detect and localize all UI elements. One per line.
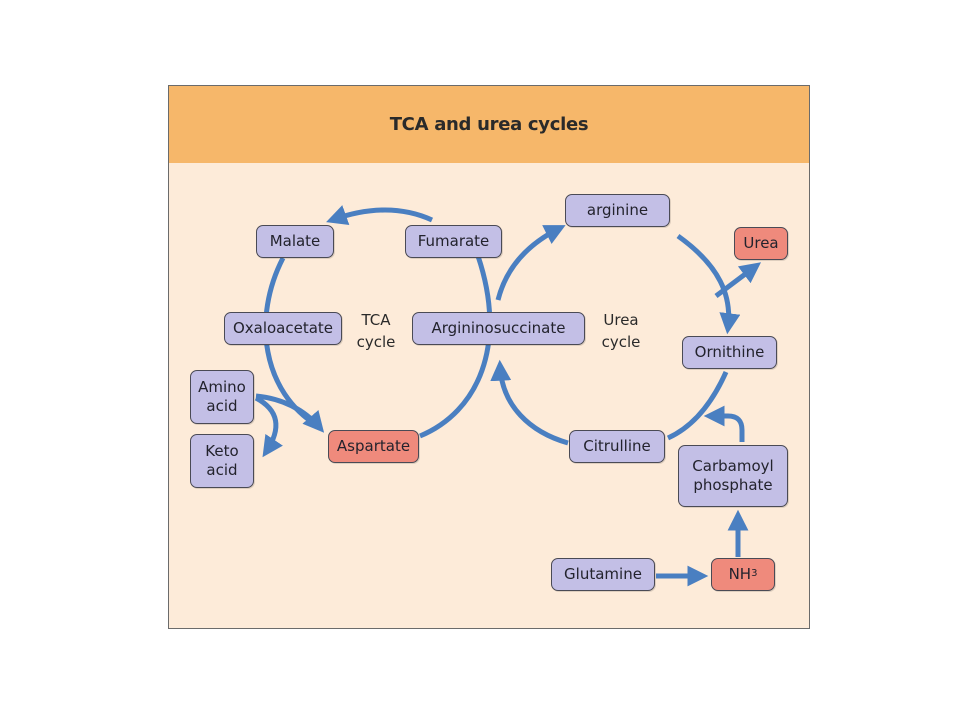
node-citrulline: Citrulline bbox=[569, 430, 665, 463]
node-glutamine: Glutamine bbox=[551, 558, 655, 591]
tca-right-arc bbox=[419, 255, 493, 439]
arrow-argininosuccinate-to-arginine bbox=[495, 225, 566, 301]
urea-cycle-label: Urea cycle bbox=[601, 311, 641, 351]
node-oxaloacetate: Oxaloacetate bbox=[224, 312, 342, 345]
arrow-arginine-to-ornithine bbox=[676, 233, 741, 335]
nh3-subscript: 3 bbox=[751, 568, 758, 580]
arrow-citrulline-to-argininosuccinate bbox=[490, 359, 569, 446]
arrow-amino-to-aspartate bbox=[255, 393, 325, 433]
node-malate: Malate bbox=[256, 225, 334, 258]
urea-right-lower-arc bbox=[666, 370, 729, 441]
node-aspartate: Aspartate bbox=[328, 430, 419, 463]
node-argininosuccinate: Argininosuccinate bbox=[412, 312, 585, 345]
node-arginine: arginine bbox=[565, 194, 670, 227]
nh3-label: NH bbox=[728, 565, 752, 584]
node-ornithine: Ornithine bbox=[682, 336, 777, 369]
diagram-title: TCA and urea cycles bbox=[389, 114, 589, 135]
diagram-header: TCA and urea cycles bbox=[169, 86, 809, 163]
node-keto-acid: Keto acid bbox=[190, 434, 254, 488]
node-amino-acid: Amino acid bbox=[190, 370, 254, 424]
arrow-fumarate-to-malate bbox=[326, 205, 434, 225]
tca-cycle-label: TCA cycle bbox=[356, 311, 396, 351]
arrow-to-urea bbox=[714, 262, 762, 298]
arrow-amino-to-keto bbox=[254, 395, 283, 458]
arrow-carbamoyl-to-cycle bbox=[703, 405, 745, 442]
node-carbamoyl-phosphate: Carbamoyl phosphate bbox=[678, 445, 788, 507]
node-urea: Urea bbox=[734, 227, 788, 260]
node-fumarate: Fumarate bbox=[405, 225, 502, 258]
